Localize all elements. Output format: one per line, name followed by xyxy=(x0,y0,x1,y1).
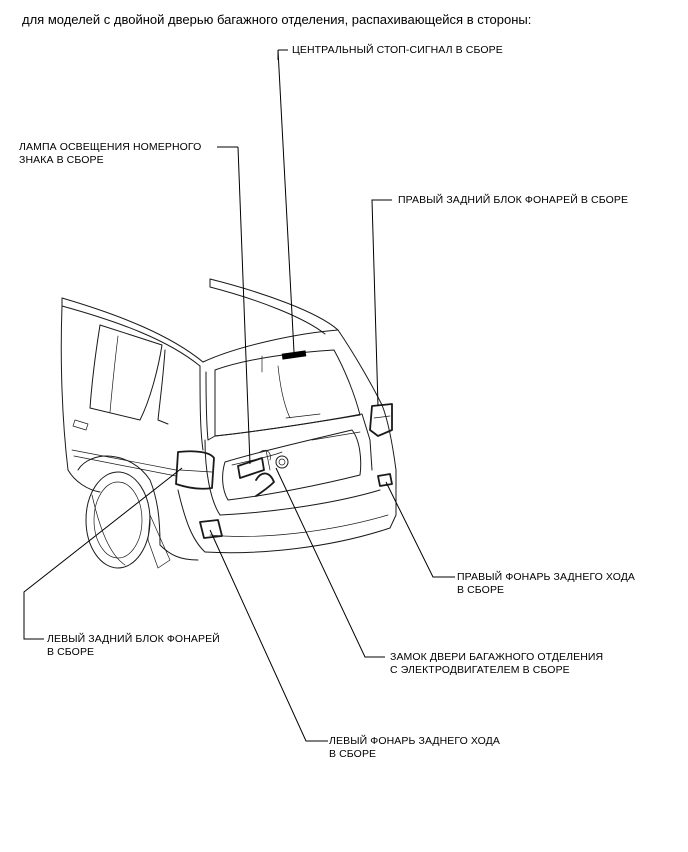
callout-high-mount-stop-light: ЦЕНТРАЛЬНЫЙ СТОП-СИГНАЛ В СБОРЕ xyxy=(292,44,503,57)
leader-door-lock xyxy=(275,467,385,658)
callout-license-plate-lamp: ЛАМПА ОСВЕЩЕНИЯ НОМЕРНОГО ЗНАКА В СБОРЕ xyxy=(19,141,201,167)
callout-leader-lines xyxy=(23,49,455,742)
callout-left-backup-lamp: ЛЕВЫЙ ФОНАРЬ ЗАДНЕГО ХОДА В СБОРЕ xyxy=(329,735,500,761)
diagram-heading: для моделей с двойной дверью багажного о… xyxy=(22,12,532,27)
leader-right-backup xyxy=(385,481,455,578)
callout-door-lock-motor: ЗАМОК ДВЕРИ БАГАЖНОГО ОТДЕЛЕНИЯ С ЭЛЕКТР… xyxy=(390,651,603,677)
callout-line: С ЭЛЕКТРОДВИГАТЕЛЕМ В СБОРЕ xyxy=(390,664,570,676)
callout-line: ПРАВЫЙ ФОНАРЬ ЗАДНЕГО ХОДА xyxy=(457,571,636,583)
callout-line: В СБОРЕ xyxy=(457,584,505,596)
callout-line: В СБОРЕ xyxy=(47,646,95,658)
callout-line: ЛЕВЫЙ ЗАДНИЙ БЛОК ФОНАРЕЙ xyxy=(47,633,220,645)
callout-line: ЗНАКА В СБОРЕ xyxy=(19,154,104,166)
leader-right-combo xyxy=(371,199,392,407)
callout-line: ЦЕНТРАЛЬНЫЙ СТОП-СИГНАЛ В СБОРЕ xyxy=(292,44,503,56)
callout-left-rear-combination-lamp: ЛЕВЫЙ ЗАДНИЙ БЛОК ФОНАРЕЙ В СБОРЕ xyxy=(47,633,220,659)
leader-left-combo xyxy=(23,467,183,640)
callout-line: В СБОРЕ xyxy=(329,748,377,760)
callout-line: ЛЕВЫЙ ФОНАРЬ ЗАДНЕГО ХОДА xyxy=(329,735,500,747)
callout-right-backup-lamp: ПРАВЫЙ ФОНАРЬ ЗАДНЕГО ХОДА В СБОРЕ xyxy=(457,571,635,597)
callout-line: ЛАМПА ОСВЕЩЕНИЯ НОМЕРНОГО xyxy=(19,141,202,153)
leader-left-backup xyxy=(209,529,328,742)
callout-right-rear-combination-lamp: ПРАВЫЙ ЗАДНИЙ БЛОК ФОНАРЕЙ В СБОРЕ xyxy=(398,194,628,207)
callout-line: ЗАМОК ДВЕРИ БАГАЖНОГО ОТДЕЛЕНИЯ xyxy=(390,651,604,663)
callout-line: ПРАВЫЙ ЗАДНИЙ БЛОК ФОНАРЕЙ В СБОРЕ xyxy=(398,194,629,206)
vehicle-body-drawing xyxy=(60,278,397,569)
